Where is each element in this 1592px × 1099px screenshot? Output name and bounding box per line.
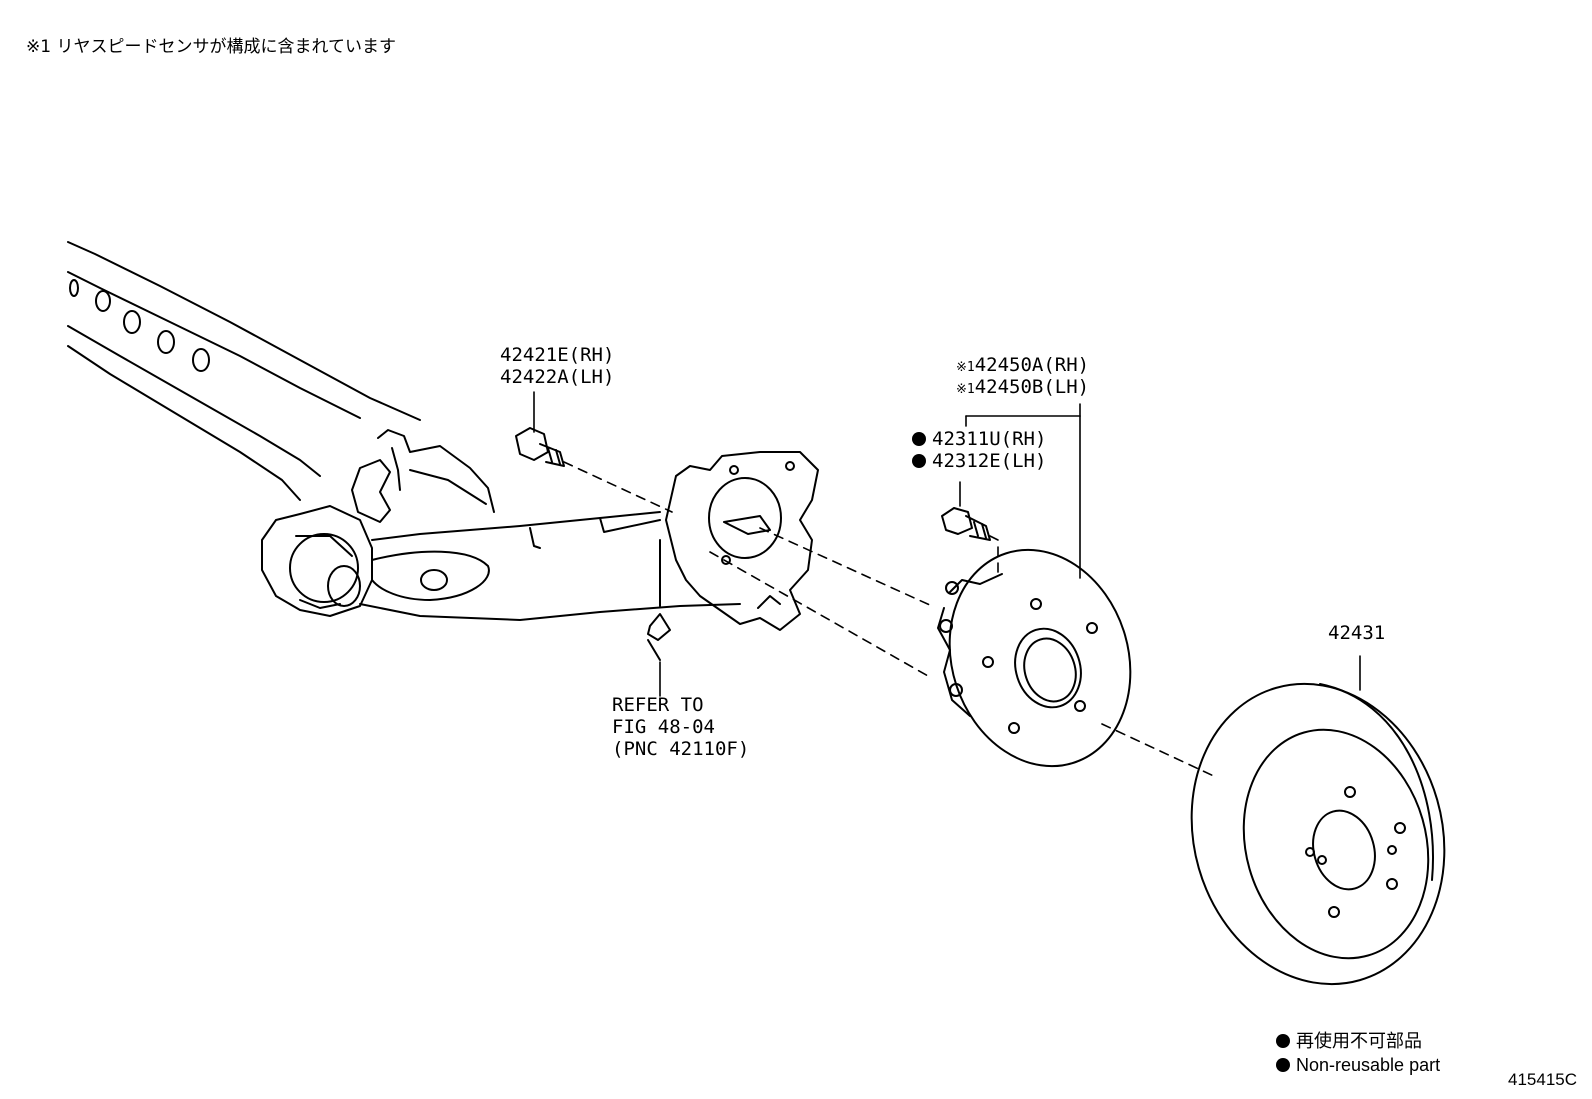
- refer-line-2: FIG 48-04: [612, 716, 715, 738]
- legend-en-row: Non-reusable part: [1276, 1054, 1440, 1077]
- assembly-guide-lines: [563, 461, 1219, 779]
- legend-dot-icon: [1276, 1034, 1290, 1048]
- part-label-bolt-rh[interactable]: 42421E(RH): [500, 344, 615, 366]
- part-label-disc[interactable]: 42431: [1328, 622, 1386, 644]
- legend-jp: 再使用不可部品: [1296, 1031, 1422, 1051]
- legend-en: Non-reusable part: [1296, 1055, 1441, 1075]
- leader-lines: [533, 391, 1361, 697]
- hub-bearing-assembly: [937, 548, 1132, 768]
- figure-code: 415415C: [1508, 1070, 1578, 1089]
- brake-disc: [1190, 682, 1446, 986]
- refer-line-1: REFER TO: [612, 694, 704, 716]
- note-ref-mark: ※1: [956, 360, 975, 375]
- part-label-bolt-lh[interactable]: 42422A(LH): [500, 366, 615, 388]
- mounting-bolt: [515, 427, 565, 467]
- part-label-stud-rh-row: 42311U(RH): [912, 428, 1046, 450]
- legend-jp-row: 再使用不可部品: [1276, 1030, 1422, 1053]
- rear-axle-beam: [67, 241, 819, 661]
- hub-stud: [941, 507, 991, 541]
- part-label-stud-lh-row: 42312E(LH): [912, 450, 1046, 472]
- non-reusable-dot-icon: [912, 432, 926, 446]
- legend-dot-icon: [1276, 1058, 1290, 1072]
- note-ref-mark: ※1: [956, 382, 975, 397]
- part-label-stud-lh[interactable]: 42312E(LH): [932, 450, 1047, 472]
- part-label-hub-rh[interactable]: 42450A(RH): [974, 354, 1090, 376]
- sensor-inclusion-note: ※1 リヤスピードセンサが構成に含まれています: [26, 37, 396, 57]
- part-label-hub-lh-row: ※142450B(LH): [956, 376, 1089, 401]
- part-label-hub-lh[interactable]: 42450B(LH): [974, 376, 1090, 398]
- refer-line-3[interactable]: (PNC 42110F): [612, 738, 750, 760]
- part-label-hub-rh-row: ※142450A(RH): [956, 354, 1089, 379]
- part-label-stud-rh[interactable]: 42311U(RH): [932, 428, 1047, 450]
- non-reusable-dot-icon: [912, 454, 926, 468]
